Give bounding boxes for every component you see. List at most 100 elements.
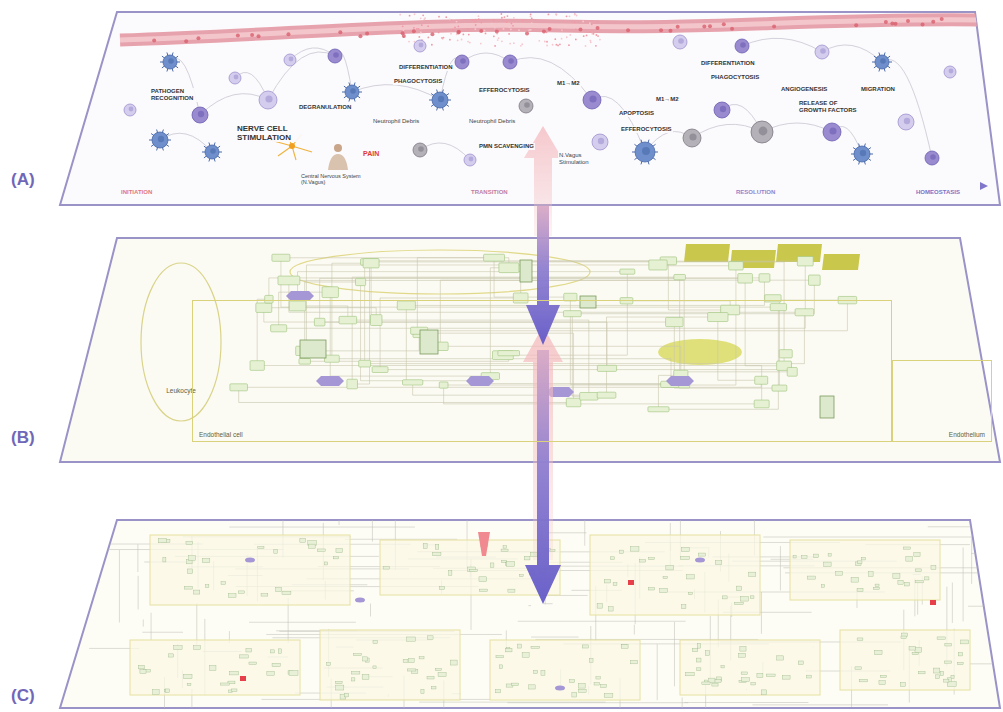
- person-body: [328, 154, 348, 170]
- network-box: [681, 605, 685, 609]
- network-box: [958, 653, 962, 656]
- cell-oval: Leukocyte: [140, 262, 222, 422]
- network-wire: [684, 702, 808, 703]
- network-box: [686, 575, 694, 579]
- pathway-box: [666, 317, 684, 326]
- pathway-box: [370, 315, 382, 326]
- plasma-dot: [422, 14, 424, 16]
- plasma-dot: [512, 25, 514, 27]
- network-box: [824, 562, 832, 567]
- pathway-link: [281, 258, 509, 268]
- blood-cell: [722, 22, 726, 26]
- pathway-link: [572, 280, 814, 314]
- plasma-dot: [566, 36, 568, 38]
- plasma-dot: [513, 42, 515, 44]
- pathway-curve: [882, 60, 932, 158]
- process-label: M1→M2: [556, 80, 581, 87]
- blood-cell: [184, 39, 188, 43]
- network-box: [621, 645, 628, 649]
- highlight-box: [240, 676, 246, 681]
- pathway-link: [680, 277, 793, 372]
- network-box: [520, 575, 524, 577]
- pathway-link: [305, 353, 509, 361]
- plasma-dot: [431, 44, 433, 46]
- plasma-dot: [414, 13, 416, 15]
- pathway-box: [729, 262, 744, 270]
- network-wire: [544, 603, 553, 604]
- immune-cell: [152, 132, 168, 148]
- plasma-dot: [474, 28, 476, 30]
- network-box: [240, 655, 249, 658]
- network-box: [740, 597, 748, 601]
- network-wire: [928, 526, 1003, 527]
- immune-cell: [592, 134, 608, 150]
- network-box: [801, 556, 807, 559]
- network-box: [919, 671, 925, 674]
- plasma-dot: [558, 26, 560, 28]
- network-box: [722, 596, 727, 599]
- pathway-box: [322, 287, 338, 298]
- plasma-dot: [508, 33, 510, 35]
- pathway-link: [718, 317, 761, 380]
- plasma-dot: [402, 29, 404, 31]
- network-box: [408, 669, 416, 671]
- cell-nucleus: [508, 58, 514, 64]
- plasma-dot: [554, 38, 556, 40]
- network-box: [238, 591, 244, 593]
- network-box: [490, 563, 494, 567]
- pathway-box: [620, 269, 635, 274]
- plasma-dot: [498, 37, 500, 39]
- plasma-dot: [416, 28, 418, 30]
- blood-cell: [676, 25, 680, 29]
- network-box: [427, 676, 434, 679]
- cell-nucleus: [598, 138, 604, 144]
- pathway-box: [289, 301, 306, 311]
- pathway-link: [494, 258, 570, 297]
- plasma-dot: [561, 38, 563, 40]
- network-box: [231, 689, 237, 692]
- network-box: [692, 648, 698, 651]
- pathway-box: [648, 407, 669, 412]
- network-box: [912, 652, 919, 654]
- process-label: Central Nervous System (N.Vagus): [300, 173, 378, 186]
- pathway-link: [745, 278, 784, 365]
- phase-label: HOMEOSTASIS: [915, 189, 961, 196]
- plasma-dot: [538, 40, 540, 42]
- network-box: [572, 692, 577, 697]
- plasma-dot: [530, 14, 532, 16]
- network-box: [715, 561, 721, 564]
- plasma-dot: [405, 31, 407, 33]
- network-box: [344, 693, 348, 697]
- network-box: [317, 549, 325, 552]
- network-box: [165, 689, 169, 693]
- cell-nucleus: [469, 157, 474, 162]
- network-box: [335, 681, 342, 683]
- plasma-dot: [564, 25, 566, 27]
- plasma-dot: [574, 13, 576, 15]
- cell-nucleus: [880, 58, 886, 64]
- network-box: [421, 689, 424, 693]
- network-wire: [963, 548, 964, 622]
- immune-cell: [735, 39, 749, 53]
- blood-cell: [412, 29, 416, 33]
- platelet-shape: [822, 254, 860, 270]
- immune-cell: [284, 54, 296, 66]
- network-box: [428, 636, 433, 640]
- network-box: [529, 685, 536, 689]
- pathway-box: [649, 260, 667, 270]
- plasma-dot: [427, 25, 429, 27]
- network-box: [958, 662, 963, 665]
- plasma-dot: [478, 15, 480, 17]
- blood-cell: [338, 30, 342, 34]
- pathway-link: [332, 263, 371, 358]
- process-label: ANGIOGENESIS: [780, 86, 828, 93]
- network-box: [596, 677, 600, 679]
- pathway-box: [795, 309, 814, 316]
- pathway-box: [278, 276, 300, 285]
- plasma-dot: [442, 38, 444, 40]
- plug-region: [658, 339, 742, 365]
- plasma-dot: [562, 29, 564, 31]
- network-box: [499, 665, 502, 669]
- network-box: [604, 694, 613, 698]
- plasma-dot: [575, 29, 577, 31]
